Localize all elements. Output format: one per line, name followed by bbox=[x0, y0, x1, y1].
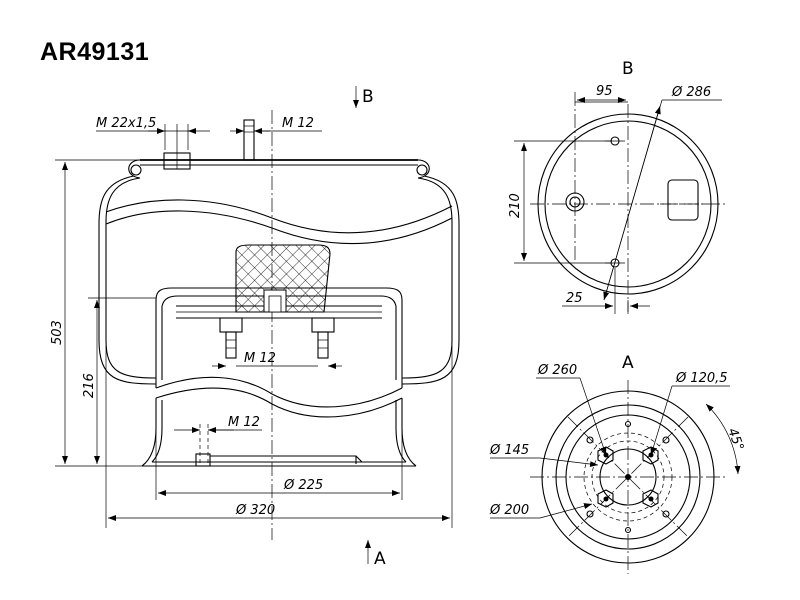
top-plate bbox=[128, 119, 430, 179]
dim-height-piston: 216 bbox=[82, 373, 97, 398]
dim-thread-mid: M 12 bbox=[244, 351, 276, 366]
dim-a-angle: 45° bbox=[724, 426, 746, 453]
dim-b-spacing: 210 bbox=[508, 193, 523, 218]
dim-a-1205: Ø 120,5 bbox=[675, 371, 728, 386]
dim-height-total: 503 bbox=[50, 320, 65, 345]
dim-a-145: Ø 145 bbox=[489, 443, 529, 458]
view-a-small-holes bbox=[586, 420, 670, 534]
side-dimensions: M 22x1,5 M 12 503 216 M 12 M 12 bbox=[50, 116, 453, 528]
dim-piston-diameter: Ø 225 bbox=[283, 478, 323, 493]
dim-b-diameter: Ø 286 bbox=[671, 85, 711, 100]
dim-b-edge: 25 bbox=[566, 291, 583, 306]
piston bbox=[141, 287, 417, 467]
view-b-label: B bbox=[622, 59, 634, 79]
dim-a-200: Ø 200 bbox=[489, 503, 529, 518]
view-arrow-a-label: A bbox=[374, 549, 386, 569]
bump-stop bbox=[235, 244, 331, 313]
view-b-label-plate bbox=[667, 179, 699, 221]
dim-thread-stud: M 12 bbox=[282, 116, 314, 131]
view-b: B 95 Ø 286 210 25 bbox=[508, 59, 726, 314]
dim-overall-diameter: Ø 320 bbox=[235, 503, 275, 518]
dim-thread-main: M 22x1,5 bbox=[96, 116, 156, 131]
view-arrow-b-label: B bbox=[362, 87, 374, 107]
view-a: A bbox=[489, 353, 746, 574]
part-number-title: AR49131 bbox=[40, 38, 150, 66]
dim-a-260: Ø 260 bbox=[537, 363, 577, 378]
dim-b-offset: 95 bbox=[596, 84, 613, 99]
mounting-bolts bbox=[219, 317, 335, 359]
side-view: M 22x1,5 M 12 503 216 M 12 M 12 bbox=[50, 86, 460, 569]
view-arrows: B A bbox=[353, 86, 386, 569]
view-a-label: A bbox=[622, 353, 634, 373]
dim-thread-low: M 12 bbox=[228, 415, 260, 430]
view-b-air-port bbox=[565, 192, 585, 212]
